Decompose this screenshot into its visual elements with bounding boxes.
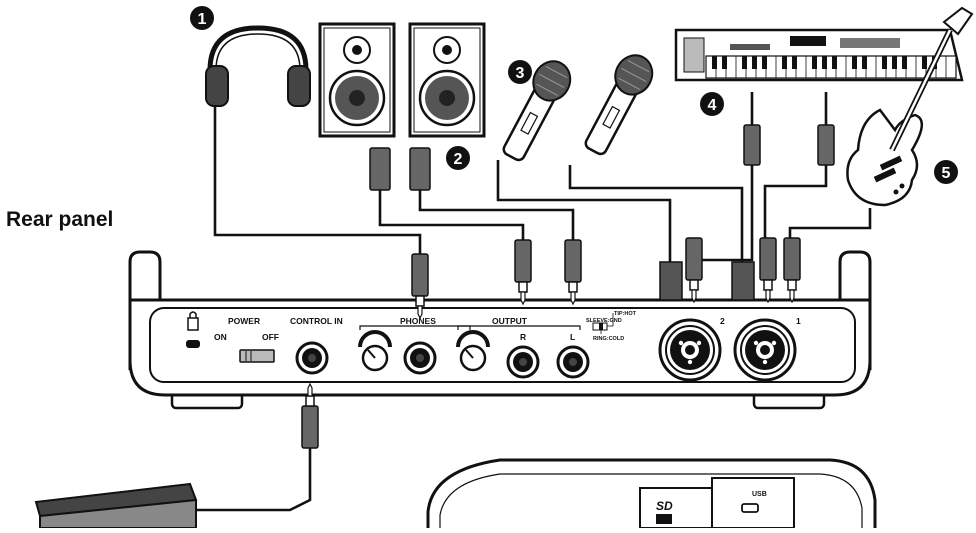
speaker-icon: [318, 22, 396, 138]
mic-1-cable: [496, 160, 672, 262]
phones-jack[interactable]: [403, 341, 437, 375]
svg-text:5: 5: [942, 165, 951, 182]
power-off-label: OFF: [262, 332, 279, 342]
keyboard-plug-right: [759, 237, 777, 303]
keyboard-icon: [674, 28, 964, 82]
callout-3: 3: [508, 60, 532, 84]
rear-panel-heading: Rear panel: [6, 208, 114, 231]
keyboard-plug-left: [685, 237, 703, 303]
combo-input-1[interactable]: [733, 318, 797, 382]
combo-input-2[interactable]: [658, 318, 722, 382]
output-level-knob[interactable]: [456, 330, 490, 372]
output-r-label: R: [520, 332, 526, 342]
ring-cold-label: RING:COLD: [593, 336, 624, 342]
input-1-label: 1: [796, 316, 801, 326]
speaker-right-cable: [418, 190, 575, 258]
headphones-cable: [213, 95, 422, 262]
output-r-jack[interactable]: [506, 345, 540, 379]
callout-1: 1: [190, 6, 214, 30]
callout-4: 4: [700, 92, 724, 116]
lock-icon: [186, 311, 200, 348]
mic-2-xlr-plug: [731, 261, 755, 301]
input-2-label: 2: [720, 316, 725, 326]
keyboard-source-plug-left: [743, 124, 761, 166]
footswitch-icon: [34, 482, 198, 529]
power-switch[interactable]: [239, 349, 275, 363]
sleeve-gnd-label: SLEEVE:GND: [586, 318, 622, 324]
svg-text:2: 2: [454, 151, 463, 168]
control-in-label: CONTROL IN: [290, 316, 343, 326]
usb-label: USB: [752, 491, 767, 498]
svg-text:3: 3: [516, 65, 525, 82]
callouts: 1 2 3 4 5: [190, 6, 958, 184]
power-on-label: ON: [214, 332, 227, 342]
svg-text:D: D: [664, 499, 673, 513]
guitar-plug: [783, 237, 801, 303]
speaker-icon: [408, 22, 486, 138]
keyboard-cable-right: [763, 92, 828, 258]
microphone-icon: [584, 54, 654, 156]
usb-port[interactable]: [741, 503, 759, 513]
phones-level-knob[interactable]: [358, 330, 392, 372]
front-panel-device: S D USB: [426, 458, 877, 529]
sd-card-icon: S D: [656, 499, 673, 524]
keyboard-source-plug-right: [817, 124, 835, 166]
phones-label: PHONES: [400, 316, 436, 326]
output-l-jack[interactable]: [556, 345, 590, 379]
speaker-right-plug: [564, 239, 582, 305]
callout-2: 2: [446, 146, 470, 170]
mic-1-xlr-plug: [659, 261, 683, 301]
speaker-left-plug: [514, 239, 532, 305]
power-label: POWER: [228, 316, 260, 326]
output-l-label: L: [570, 332, 575, 342]
tip-hot-label: TIP:HOT: [614, 311, 637, 317]
svg-text:4: 4: [708, 97, 717, 114]
speaker-right-source-plug: [409, 147, 431, 191]
microphone-icon: [502, 60, 572, 162]
mic-2-cable: [568, 165, 744, 262]
callout-5: 5: [934, 160, 958, 184]
control-in-jack[interactable]: [295, 341, 329, 375]
svg-text:S: S: [656, 499, 664, 513]
plugs: [301, 124, 835, 449]
rear-panel-device: POWER ON OFF CONTROL IN PHONES OUTPUT: [128, 250, 872, 410]
svg-text:1: 1: [198, 11, 207, 28]
output-label: OUTPUT: [492, 316, 528, 326]
headphones-icon: [205, 25, 311, 107]
guitar-icon: [846, 6, 974, 207]
speaker-left-source-plug: [369, 147, 391, 191]
trs-wiring-legend: SLEEVE:GND TIP:HOT RING:COLD: [586, 311, 637, 342]
